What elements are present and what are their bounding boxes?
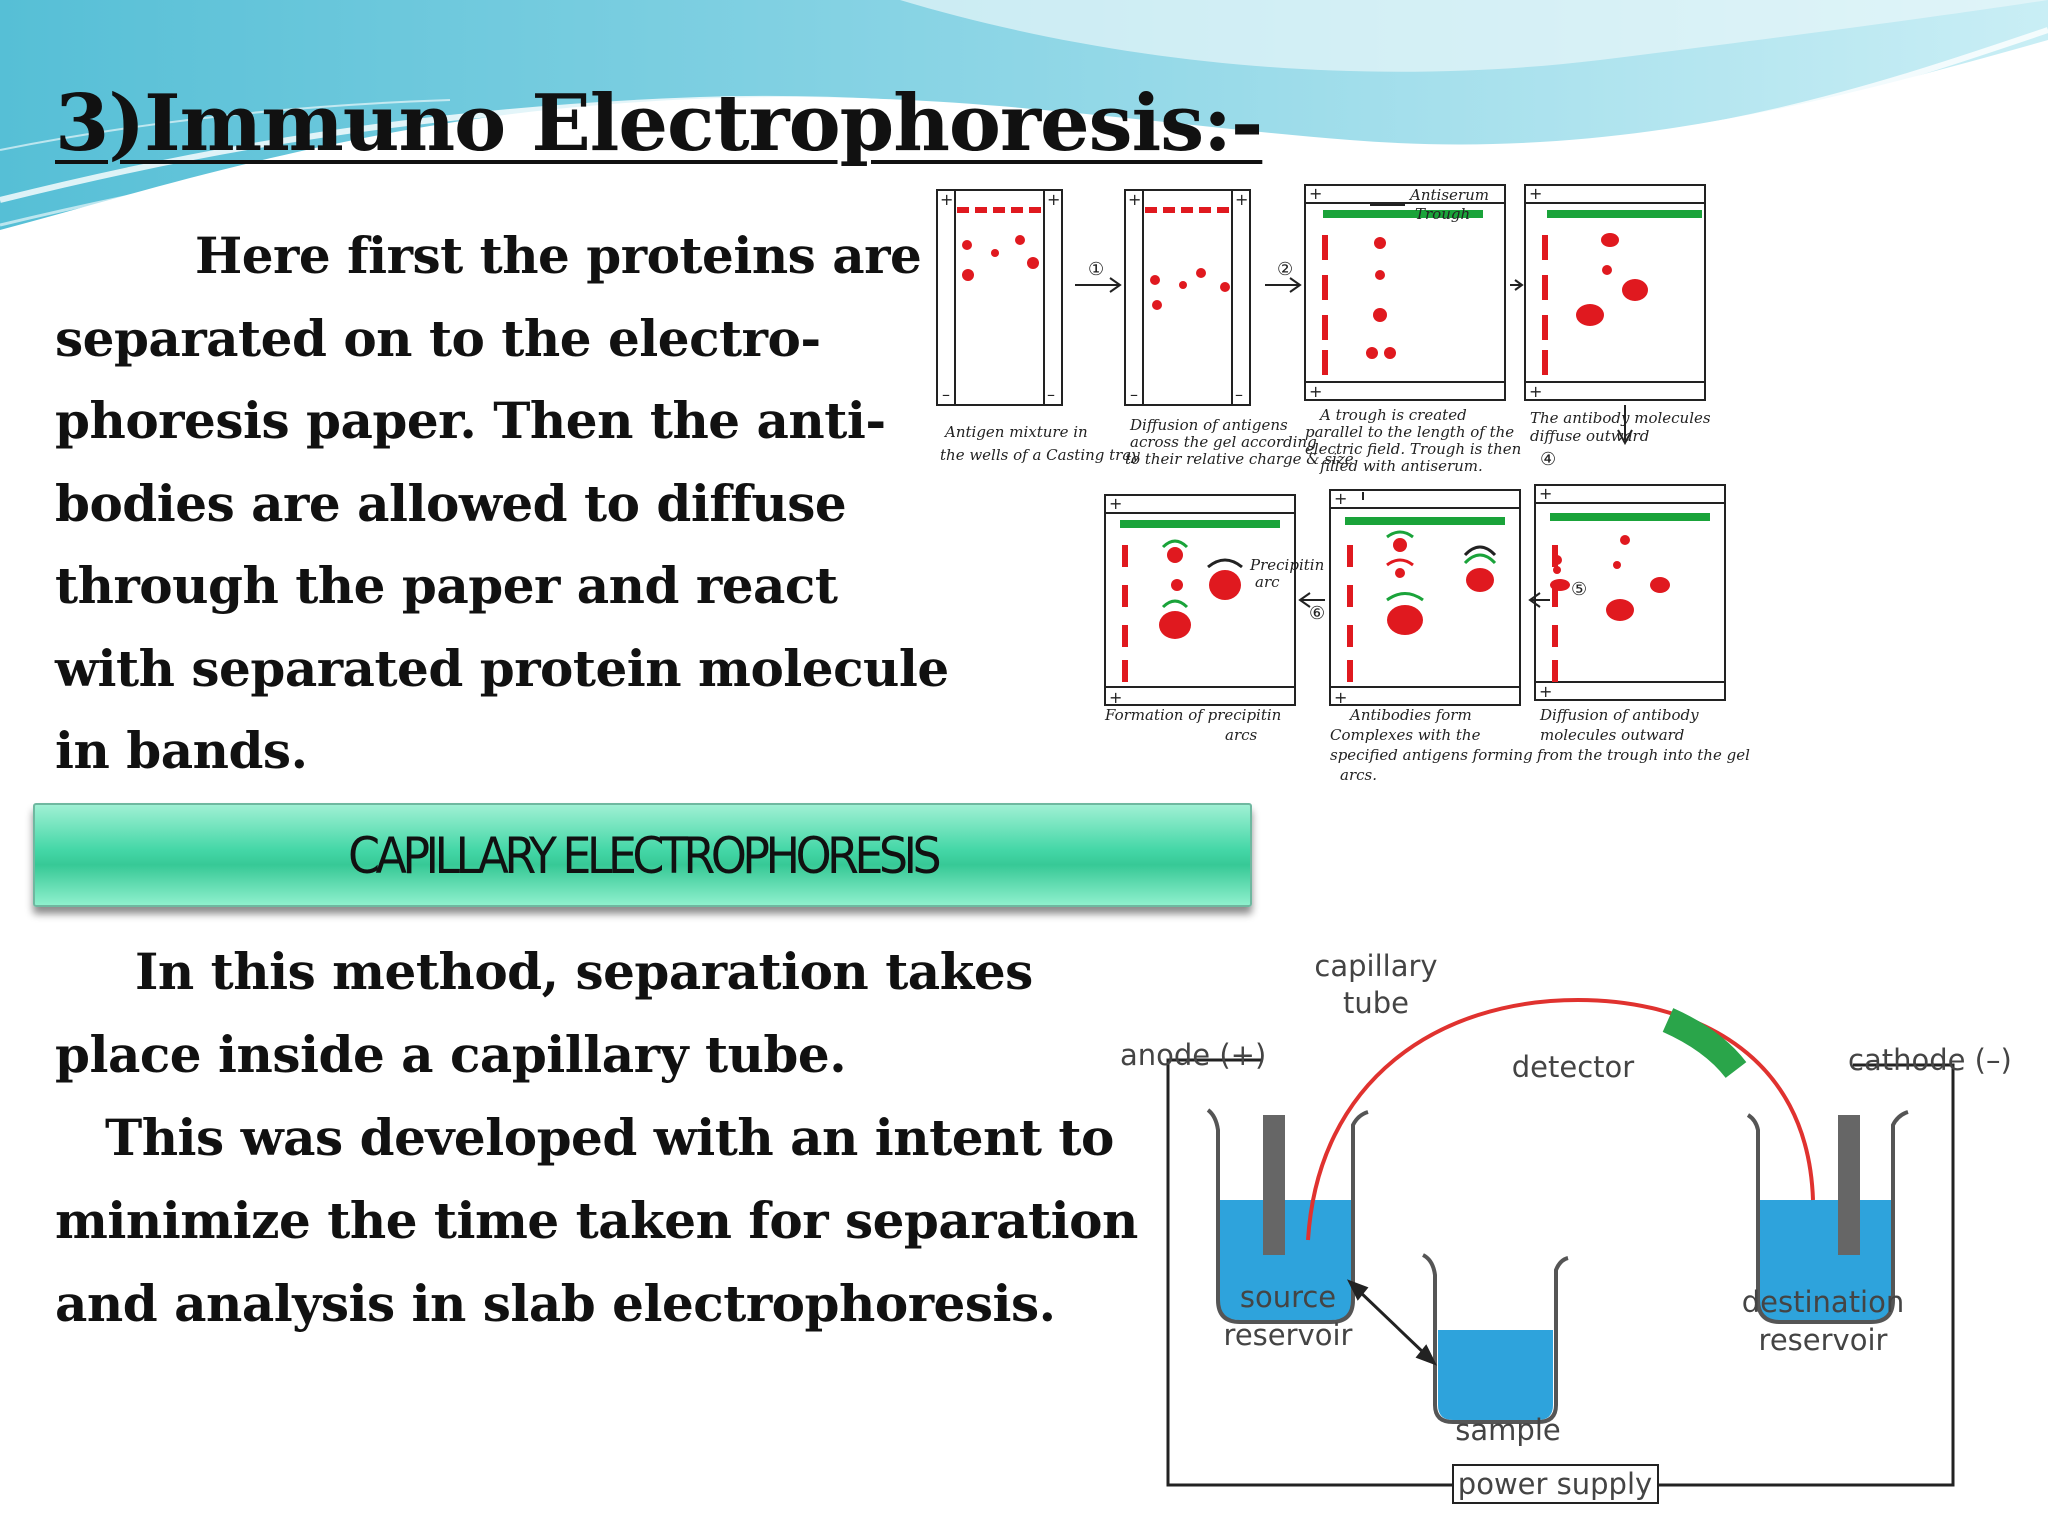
svg-text:–: – (942, 385, 950, 404)
destination-label: destination (1742, 1285, 1905, 1319)
caption: arcs (1225, 726, 1258, 744)
power-supply-label: power supply (1458, 1467, 1652, 1501)
destination-reservoir-label: reservoir (1759, 1323, 1888, 1357)
source-beaker (1206, 1108, 1369, 1324)
source-label: source (1240, 1280, 1336, 1314)
svg-text:–: – (1047, 385, 1055, 404)
anode-electrode (1263, 1115, 1285, 1255)
text-line: in bands. (55, 721, 308, 780)
text-line: place inside a capillary tube. (55, 1025, 847, 1084)
caption: Formation of precipitin (1104, 706, 1281, 724)
svg-text:+: + (940, 190, 953, 209)
step-number: ④ (1540, 449, 1556, 470)
text-line: phoresis paper. Then the anti- (55, 391, 886, 450)
caption: diffuse outward (1530, 427, 1649, 445)
caption: electric field. Trough is then (1305, 440, 1521, 458)
text-line: bodies are allowed to diffuse (55, 473, 847, 533)
svg-text:+: + (1309, 184, 1322, 203)
text-line: through the paper and react (55, 556, 838, 615)
text-line: and analysis in slab electrophoresis. (55, 1274, 1056, 1333)
svg-text:+: + (1539, 682, 1552, 701)
step-number: ① (1088, 259, 1104, 280)
detector-label: detector (1512, 1050, 1635, 1084)
precipitin-label: arc (1255, 573, 1280, 591)
svg-text:+: + (1539, 484, 1552, 503)
slide-title: 3)Immuno Electrophoresis:- (55, 78, 1263, 169)
panel-antibody-diffuse (1524, 184, 1706, 401)
step-number: ⑤ (1571, 579, 1587, 600)
sample-label: sample (1455, 1413, 1560, 1447)
trough-label: Trough (1415, 205, 1470, 223)
text-line: In this method, separation takes (135, 942, 1033, 1001)
immuno-description: Here first the proteins are separated on… (55, 215, 949, 793)
caption: Diffusion of antibody (1539, 706, 1699, 724)
svg-text:+: + (1128, 190, 1141, 209)
precipitin-label: Precipitin (1249, 556, 1324, 574)
caption: The antibody molecules (1530, 409, 1711, 427)
caption: from the trough into the gel (1536, 746, 1750, 764)
caption: molecules outward (1540, 726, 1684, 744)
antiserum-label: Antiserum (1408, 186, 1489, 204)
source-reservoir-label: reservoir (1224, 1318, 1353, 1352)
svg-text:+: + (1235, 190, 1248, 209)
immunoelectrophoresis-diagram: + + – – + + – – + + + + + + + + + + ① ② ④ ⑤ ⑥ Antis… (936, 184, 1750, 784)
banner-title: CAPILLARY ELECTROPHORESIS (347, 827, 942, 885)
svg-text:–: – (1235, 385, 1243, 404)
caption: parallel to the length of the (1305, 423, 1514, 441)
caption: filled with antiserum. (1319, 457, 1483, 475)
caption: arcs. (1340, 766, 1377, 784)
svg-text:+: + (1529, 382, 1542, 401)
section-banner: CAPILLARY ELECTROPHORESIS (33, 803, 1252, 907)
capillary-tube (1306, 997, 1815, 1241)
capillary-label: capillary (1314, 949, 1437, 983)
caption: Antigen mixture in (943, 423, 1088, 441)
capillary-electrophoresis-diagram: power supply capillary tube anode (+) de… (1120, 949, 2012, 1504)
panel-antibody-outward (1534, 484, 1726, 701)
destination-beaker (1746, 1110, 1909, 1324)
text-line: separated on to the electro- (55, 308, 821, 368)
step-number: ⑥ (1309, 603, 1325, 624)
panel-precipitin-arcs (1104, 494, 1296, 706)
step-number: ② (1277, 259, 1293, 280)
svg-text:+: + (1334, 489, 1347, 508)
sample-beaker (1422, 1253, 1569, 1424)
svg-text:+: + (1529, 184, 1542, 203)
anode-label: anode (+) (1120, 1038, 1266, 1072)
cathode-label: cathode (–) (1848, 1043, 2012, 1077)
svg-text:+: + (1047, 190, 1060, 209)
svg-text:+: + (1309, 382, 1322, 401)
panel-antigen-wells (936, 189, 1063, 406)
svg-text:+: + (1109, 494, 1122, 513)
caption: the wells of a Casting tray (940, 446, 1140, 464)
capillary-description: In this method, separation takes place i… (55, 930, 1138, 1345)
caption: Complexes with the (1330, 726, 1481, 744)
panel-trough-created (1304, 184, 1506, 401)
text-line: This was developed with an intent to (105, 1108, 1114, 1167)
svg-text:+: + (1334, 688, 1347, 707)
panel-antigen-diffusion (1124, 189, 1251, 406)
caption: A trough is created (1318, 406, 1467, 424)
text-line: with separated protein molecule (55, 638, 949, 698)
panel-antibody-complexes (1329, 489, 1521, 706)
svg-text:+: + (1109, 688, 1122, 707)
power-supply-box (1452, 1464, 1659, 1504)
tube-label: tube (1343, 986, 1409, 1020)
caption: specified antigens forming (1330, 746, 1533, 764)
svg-text:–: – (1130, 385, 1138, 404)
caption: Antibodies form (1348, 706, 1472, 724)
caption: across the gel according (1130, 433, 1317, 451)
text-line: Here first the proteins are (195, 226, 922, 285)
caption: to their relative charge & size (1125, 450, 1354, 468)
cathode-electrode (1838, 1115, 1860, 1255)
text-line: minimize the time taken for separation (55, 1191, 1138, 1250)
detector-block (1662, 1008, 1747, 1079)
wave-header-decoration (0, 0, 2048, 230)
caption: Diffusion of antigens (1129, 416, 1288, 434)
